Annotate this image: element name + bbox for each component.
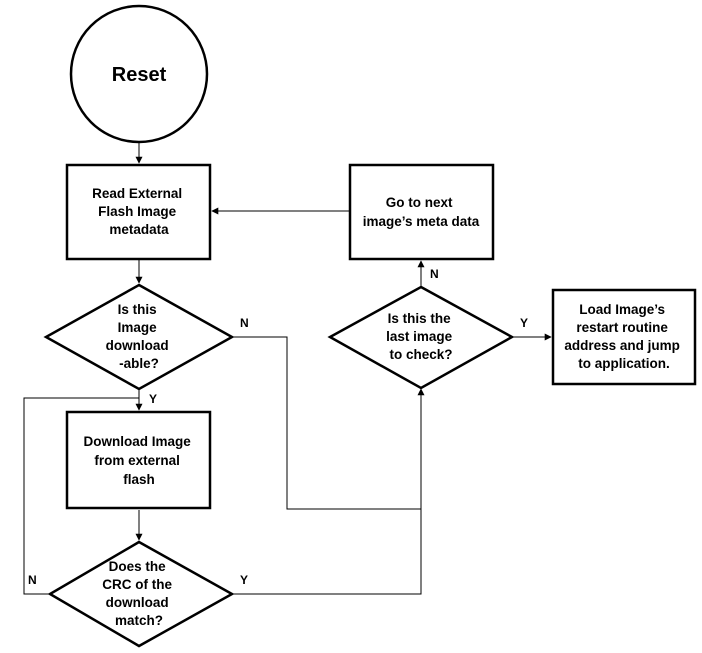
svg-text:Is this the last image: Is this the last image to check? (386, 311, 456, 362)
load-image-line-3: address and jump (564, 338, 680, 353)
load-image-line-1: Load Image’s (579, 302, 665, 317)
node-crc-match: Does the CRC of the download match? (47, 540, 235, 648)
svg-text:Go to next image’s meta: Go to next image’s meta data (363, 195, 480, 229)
node-load-image: Load Image’s restart routine address and… (551, 288, 697, 386)
label-crc-yes: Y (240, 573, 248, 587)
label-crc-no: N (28, 573, 37, 587)
downloadable-line-2: Image (118, 320, 158, 335)
next-metadata-line-2: image’s meta data (363, 214, 480, 229)
label-last-yes: Y (520, 316, 528, 330)
edge-labels: N Y N Y N Y (28, 267, 528, 587)
svg-text:Read External Flash Imag: Read External Flash Image metadata (92, 186, 186, 237)
svg-text:Is this Image down: Is this Image download -able? (106, 302, 173, 371)
svg-text:Does the CRC of the: Does the CRC of the download match? (102, 559, 176, 628)
edge-crc-yes (232, 388, 425, 595)
label-last-no: N (430, 267, 439, 281)
last-image-line-3: to check? (389, 347, 452, 362)
edge-crc-no-loop (23, 397, 139, 595)
downloadable-line-4: -able? (119, 356, 159, 371)
crc-line-4: match? (115, 613, 163, 628)
last-image-line-1: Is this the (388, 311, 452, 326)
node-reset: Reset (69, 4, 209, 144)
edges (23, 138, 552, 595)
node-next-metadata: Go to next image’s meta data (348, 163, 495, 261)
download-image-line-2: from external (94, 453, 180, 468)
svg-text:Download Image from exte: Download Image from external flash (83, 434, 194, 487)
load-image-line-2: restart routine (576, 320, 668, 335)
read-metadata-line-3: metadata (109, 222, 169, 237)
label-downloadable-no: N (240, 316, 249, 330)
crc-line-2: CRC of the (102, 577, 172, 592)
download-image-line-1: Download Image (83, 434, 191, 449)
node-download-image: Download Image from external flash (65, 410, 212, 510)
crc-line-3: download (106, 595, 169, 610)
node-read-metadata: Read External Flash Image metadata (65, 163, 212, 261)
load-image-line-4: to application. (578, 356, 670, 371)
last-image-line-2: last image (386, 329, 453, 344)
edge-downloadable-no (232, 336, 421, 510)
svg-text:Load Image’s restart rou: Load Image’s restart routine address and… (564, 302, 683, 371)
downloadable-line-3: download (106, 338, 169, 353)
node-last-image: Is this the last image to check? (327, 285, 515, 390)
downloadable-line-1: Is this (118, 302, 157, 317)
reset-label: Reset (112, 64, 167, 86)
svg-text:Reset: Reset (112, 64, 167, 86)
read-metadata-line-1: Read External (92, 186, 182, 201)
node-is-downloadable: Is this Image download -able? (43, 283, 235, 391)
crc-line-1: Does the (109, 559, 167, 574)
label-downloadable-yes: Y (149, 392, 157, 406)
download-image-line-3: flash (123, 472, 155, 487)
read-metadata-line-2: Flash Image (98, 204, 177, 219)
next-metadata-line-1: Go to next (386, 195, 453, 210)
